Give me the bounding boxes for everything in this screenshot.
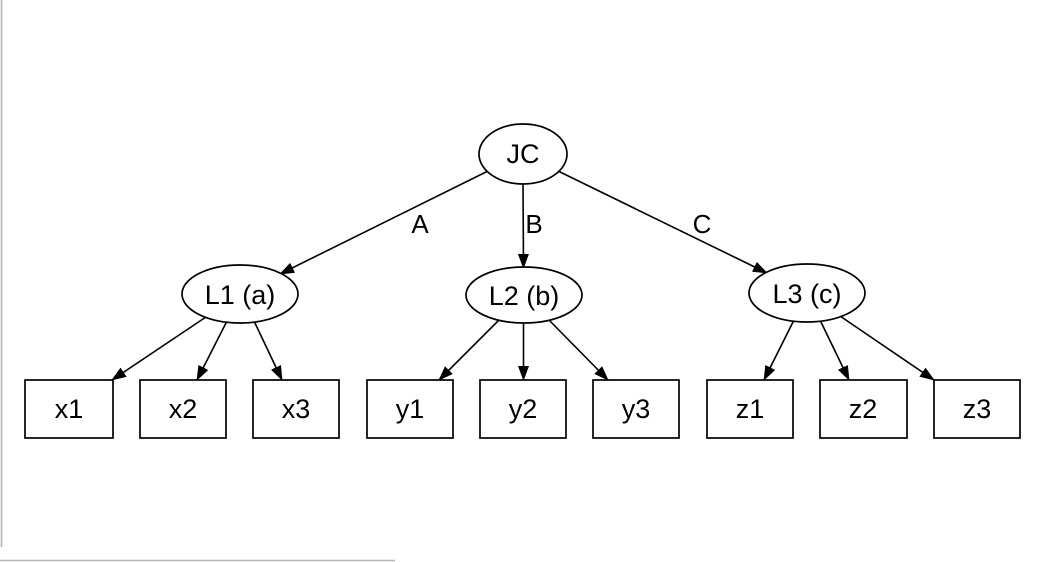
edge-l1-x1 (111, 316, 207, 381)
edge-jc-l2: B (517, 182, 543, 269)
node-z3: z3 (933, 379, 1021, 439)
edge-l2-y1 (438, 318, 501, 381)
node-label-z2: z2 (849, 394, 878, 424)
nodes-layer: JC L1 (a) L2 (b) L3 (c) x1 x2 (24, 123, 1021, 439)
edge-label-c: C (693, 209, 712, 239)
node-label-z3: z3 (963, 394, 992, 424)
node-label-z1: z1 (736, 394, 765, 424)
node-z1: z1 (706, 379, 794, 439)
edge-l1-x2 (196, 320, 228, 381)
node-y1: y1 (366, 379, 454, 439)
node-l2: L2 (b) (465, 266, 583, 324)
node-y2: y2 (479, 379, 567, 439)
node-label-l2: L2 (b) (489, 281, 560, 311)
edge-l3-z2 (819, 319, 850, 381)
node-label-y1: y1 (396, 394, 425, 424)
node-jc: JC (478, 123, 568, 185)
edges-layer: A B C (111, 170, 935, 381)
edge-l2-y3 (547, 318, 609, 381)
node-label-l3: L3 (c) (772, 279, 841, 309)
node-x2: x2 (139, 379, 227, 439)
edge-jc-l1: A (279, 170, 489, 275)
edge-label-a: A (411, 209, 429, 239)
node-label-x1: x1 (55, 394, 84, 424)
node-l3: L3 (c) (748, 263, 866, 323)
node-label-y3: y3 (622, 394, 651, 424)
node-label-x2: x2 (169, 394, 198, 424)
edge-jc-l3: C (557, 170, 768, 274)
node-x1: x1 (24, 379, 114, 439)
node-y3: y3 (592, 379, 680, 439)
edge-l1-x3 (253, 320, 283, 381)
node-label-x3: x3 (282, 394, 311, 424)
node-label-l1: L1 (a) (205, 280, 276, 310)
edge-l3-z3 (839, 315, 935, 381)
node-label-jc: JC (507, 139, 540, 169)
node-x3: x3 (252, 379, 340, 439)
node-label-y2: y2 (509, 394, 538, 424)
edge-l3-z1 (763, 319, 795, 381)
node-z2: z2 (819, 379, 908, 439)
edge-label-b: B (525, 209, 542, 239)
node-l1: L1 (a) (181, 264, 299, 324)
